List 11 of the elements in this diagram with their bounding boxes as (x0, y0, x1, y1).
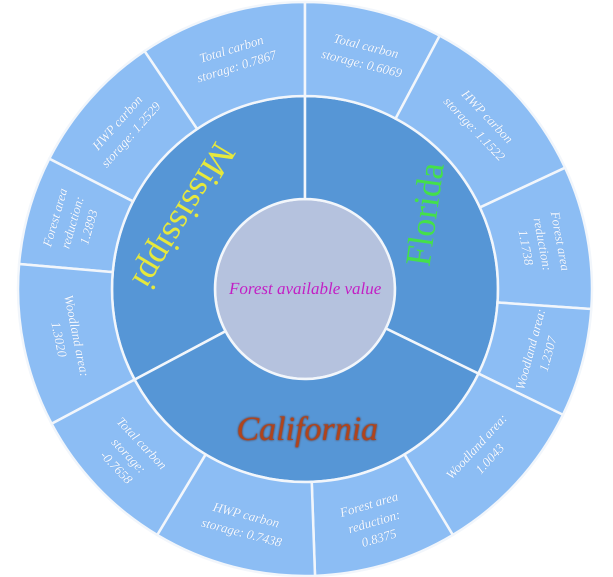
segment-label: Forest area reduction: 1.1738 (514, 210, 574, 274)
segment-label: Woodland area: 1.2307 (511, 306, 560, 394)
outer-ring-segment (478, 166, 593, 310)
segment-label: Forest area reduction: 1.2893 (38, 185, 102, 252)
segment-label: Woodland area: 1.3020 (48, 292, 94, 380)
region-label: Florida (396, 158, 453, 269)
segment-label: Total carbon storage: 0.7867 (194, 31, 280, 87)
region-label: California (236, 410, 378, 450)
segment-label: Total carbon storage: 0.6069 (318, 29, 404, 82)
segment-label: HWP carbon storage: 0.7438 (200, 498, 286, 551)
segment-label: Forest area reduction: 0.8375 (336, 487, 402, 552)
